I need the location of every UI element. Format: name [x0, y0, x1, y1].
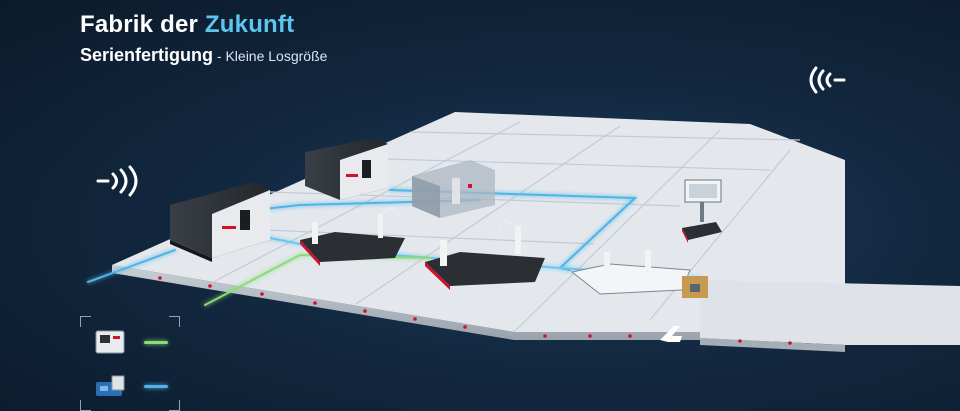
- legend-item-drive: [94, 372, 174, 400]
- header: Fabrik der Zukunft Serienfertigung - Kle…: [80, 10, 327, 67]
- legend-item-controller: [94, 328, 174, 356]
- machining-center-2: [305, 138, 388, 200]
- wireless-signal-left-icon: [809, 66, 846, 94]
- agv-marker-icon: [660, 326, 682, 342]
- machining-center-1: [170, 182, 270, 262]
- assembly-station-3: [570, 250, 708, 298]
- wireless-signal-right-icon: [96, 165, 138, 197]
- monitor-terminal: [682, 179, 722, 243]
- drive-device-icon: [96, 375, 125, 396]
- page-subtitle: Serienfertigung - Kleine Losgröße: [80, 45, 328, 65]
- legend: [80, 316, 180, 411]
- subtitle-light: - Kleine Losgröße: [213, 48, 328, 64]
- legend-line-blue: [144, 385, 168, 388]
- title-highlight: Zukunft: [204, 11, 295, 38]
- robot-cell: [412, 160, 495, 218]
- legend-line-green: [144, 341, 168, 344]
- assembly-station-2: [425, 218, 545, 290]
- page-title: Fabrik der Zukunft: [80, 11, 295, 38]
- controller-device-icon: [95, 330, 125, 354]
- assembly-station-1: [300, 206, 405, 266]
